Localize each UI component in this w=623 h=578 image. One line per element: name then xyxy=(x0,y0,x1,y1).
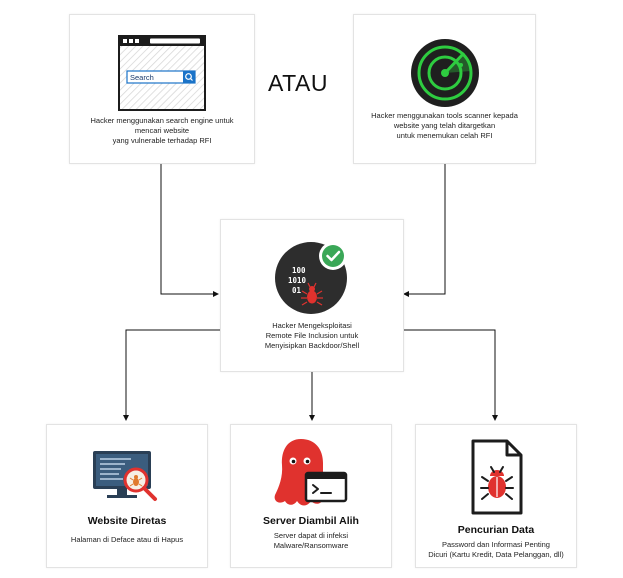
bug-icon xyxy=(480,466,514,500)
browser-search-icon: Search xyxy=(118,35,206,111)
arrow-exploit-to-theft xyxy=(404,329,498,421)
exploit-card-description: Hacker Mengeksploitasi Remote File Inclu… xyxy=(264,321,360,350)
data-theft-card: Pencurian Data Password dan Informasi Pe… xyxy=(415,424,577,568)
check-badge-icon xyxy=(319,242,347,270)
or-label: ATAU xyxy=(268,70,328,96)
file-bug-icon xyxy=(471,439,523,515)
binary-line-3: 01 xyxy=(292,286,302,295)
takeover-title: Server Diambil Alih xyxy=(263,515,359,527)
binary-line-1: 100 xyxy=(292,266,306,275)
takeover-card: Server Diambil Alih Server dapat di infe… xyxy=(230,424,392,568)
search-card-description: Hacker menggunakan search engine untuk m… xyxy=(90,116,234,145)
scanner-card-description: Hacker menggunakan tools scanner kepada … xyxy=(371,111,518,140)
data-theft-card-description: Password dan Informasi Penting Dicuri (K… xyxy=(428,540,564,559)
radar-icon xyxy=(411,39,479,107)
deface-card: Website Diretas Halaman di Deface atau d… xyxy=(46,424,208,568)
deface-title: Website Diretas xyxy=(87,515,167,527)
exploit-card: 100 1010 01 Hacker Mengeksploitasi Remot… xyxy=(220,219,404,372)
bug-icon xyxy=(301,282,323,306)
deface-card-description: Halaman di Deface atau di Hapus xyxy=(70,535,184,544)
monitor-magnifier-icon xyxy=(93,451,157,501)
scanner-card: Hacker menggunakan tools scanner kepada … xyxy=(353,14,536,164)
search-engine-card: Search Hacker menggunakan search engine … xyxy=(69,14,255,164)
arrow-scanner-to-exploit xyxy=(403,164,446,297)
arrow-exploit-to-deface xyxy=(123,329,220,421)
arrow-search-to-exploit xyxy=(160,164,219,297)
ghost-terminal-icon xyxy=(274,439,348,506)
search-box-label: Search xyxy=(130,73,154,82)
exploit-bug-icon: 100 1010 01 xyxy=(275,242,347,314)
data-theft-title: Pencurian Data xyxy=(457,524,535,536)
takeover-card-description: Server dapat di infeksi Malware/Ransomwa… xyxy=(273,531,349,550)
binary-line-2: 1010 xyxy=(288,276,307,285)
